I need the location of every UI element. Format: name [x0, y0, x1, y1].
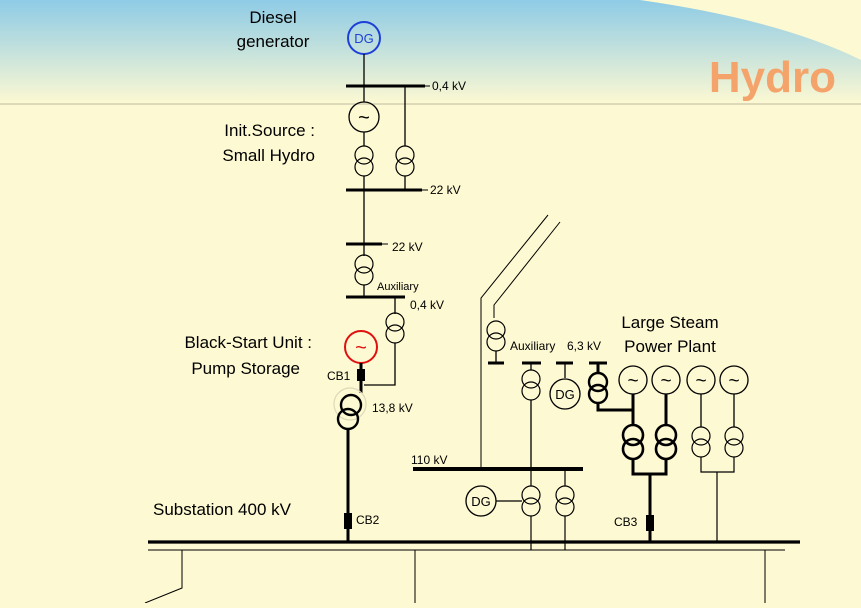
gsu34-join	[700, 457, 735, 473]
substation-label: Substation 400 kV	[153, 500, 292, 519]
breaker-cb1	[357, 369, 365, 381]
voltage-63kv: 6,3 kV	[567, 339, 601, 353]
steam-generator-4-text: ~	[728, 371, 739, 392]
transformer-gsu-1	[621, 423, 645, 461]
breaker-cb3	[646, 515, 654, 531]
breaker-cb3-label: CB3	[614, 515, 638, 529]
diesel-label-2: generator	[237, 32, 310, 51]
cb1-halo	[333, 387, 367, 421]
transformer-steam-aux	[587, 371, 609, 405]
voltage-138kv: 13,8 kV	[372, 401, 413, 415]
transformer-110-400-2	[555, 485, 575, 517]
steam-generator-3-text: ~	[695, 371, 706, 392]
breaker-cb2-label: CB2	[356, 513, 380, 527]
diesel-generator-aux-text: DG	[555, 387, 575, 402]
transformer-110-400-1	[521, 485, 541, 517]
voltage-22kv-b: 22 kV	[392, 240, 423, 254]
steam-generator-4: ~	[719, 365, 749, 395]
transmission-line-2	[493, 221, 561, 318]
voltage-22kv-a: 22 kV	[430, 183, 461, 197]
diesel-generator-tertiary: DG	[465, 485, 497, 517]
steam-generator-1-text: ~	[627, 371, 638, 392]
steam-generator-3: ~	[686, 365, 716, 395]
pump-storage-generator: ~	[344, 330, 378, 364]
transformer-138kv	[336, 393, 363, 431]
aux-return	[364, 343, 396, 386]
transformer-aux-4	[521, 369, 541, 401]
init-source-label-1: Init.Source :	[224, 121, 315, 140]
outgoing-line-left	[144, 550, 183, 604]
diesel-generator-tertiary-text: DG	[471, 494, 491, 509]
diesel-generator-dg-text: DG	[354, 31, 374, 46]
transformer-aux-2	[385, 312, 405, 344]
pump-storage-generator-text: ~	[355, 337, 367, 359]
transformer-aux-3	[486, 320, 506, 352]
transformer-hydro-2	[395, 145, 415, 177]
steam-aux-link	[596, 403, 633, 412]
breaker-cb2	[344, 513, 352, 529]
steam-generator-2-text: ~	[660, 371, 671, 392]
voltage-110kv: 110 kV	[411, 453, 447, 467]
steam-plant-label-2: Power Plant	[624, 337, 716, 356]
steam-generator-2: ~	[651, 365, 681, 395]
transformer-gsu-3	[691, 426, 711, 458]
transmission-line-1	[480, 214, 549, 468]
voltage-04kv-top: 0,4 kV	[432, 79, 466, 93]
black-start-label-1: Black-Start Unit :	[184, 333, 312, 352]
header-band	[0, 0, 861, 104]
init-source-label-2: Small Hydro	[222, 146, 315, 165]
transformer-aux-1	[354, 254, 374, 286]
breaker-cb1-label: CB1	[327, 369, 351, 383]
gsu12-join	[631, 459, 668, 476]
slide-title: Hydro	[709, 53, 836, 102]
voltage-04kv-aux: 0,4 kV	[410, 298, 444, 312]
auxiliary-label-right: Auxiliary	[510, 339, 555, 353]
steam-generator-1: ~	[618, 365, 648, 395]
steam-plant-label-1: Large Steam	[621, 313, 718, 332]
transformer-hydro-1	[354, 145, 374, 177]
diesel-generator-aux: DG	[549, 378, 581, 410]
small-hydro-generator: ~	[348, 101, 380, 133]
diesel-label-1: Diesel	[249, 8, 296, 27]
auxiliary-label-left: Auxiliary	[377, 281, 419, 293]
transformer-gsu-2	[654, 423, 678, 461]
small-hydro-generator-text: ~	[358, 107, 370, 129]
black-start-label-2: Pump Storage	[191, 359, 300, 378]
transformer-gsu-4	[724, 426, 744, 458]
